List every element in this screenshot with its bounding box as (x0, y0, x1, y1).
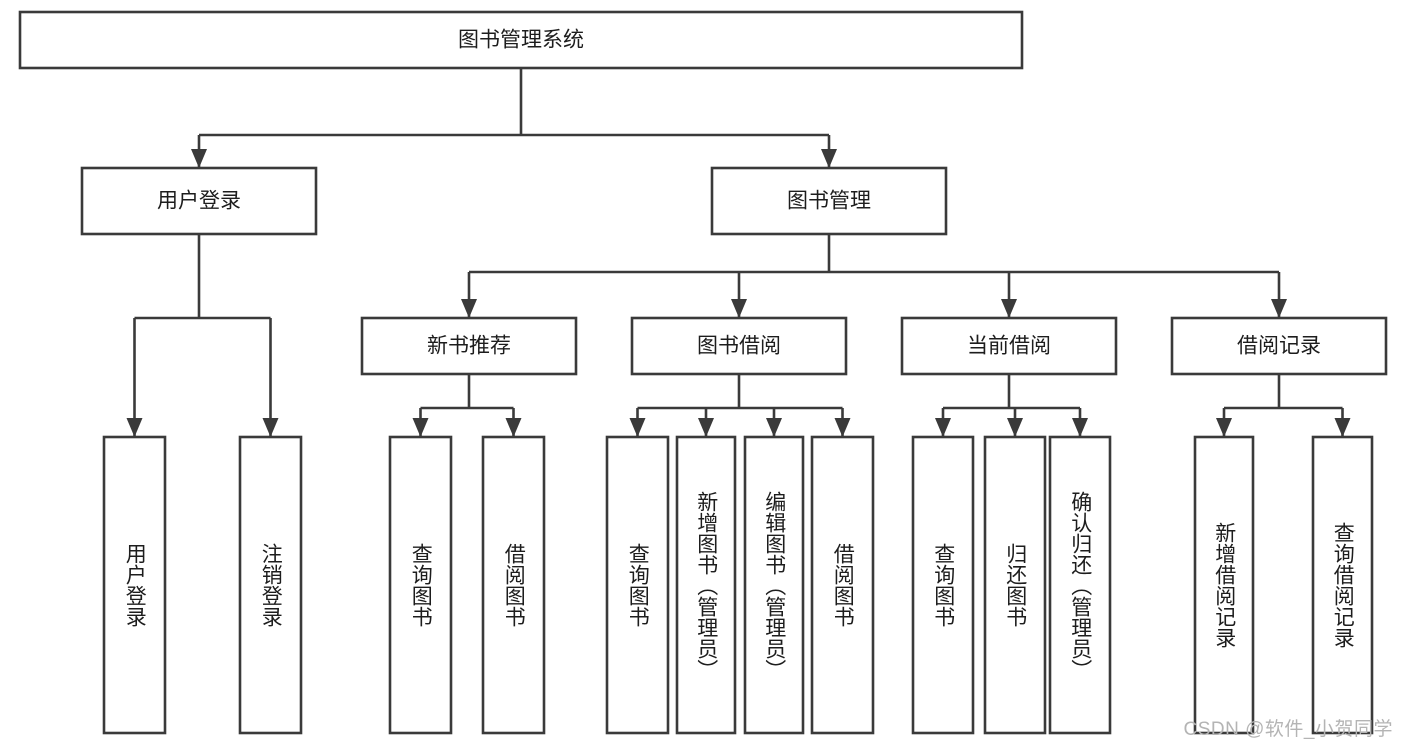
node-leaf-3[interactable] (481, 435, 546, 735)
node-level3-0[interactable] (360, 316, 578, 376)
arrow-head-icon (766, 418, 782, 437)
node-boxes-layer (18, 10, 1388, 735)
arrow-head-icon (935, 418, 951, 437)
node-level2-label-1: 图书管理 (787, 190, 871, 213)
arrow-head-icon (461, 299, 477, 318)
arrow-head-icon (412, 418, 429, 437)
node-level3-label-0: 新书推荐 (427, 335, 511, 358)
arrow-head-icon (731, 299, 747, 318)
arrow-head-icon (1072, 418, 1088, 437)
arrow-head-icon (1334, 418, 1351, 437)
arrow-head-icon (821, 149, 837, 168)
node-level3-3[interactable] (1170, 316, 1388, 376)
node-leaf-9[interactable] (983, 435, 1047, 735)
arrow-head-icon (505, 418, 522, 437)
node-root-label: 图书管理系统 (458, 29, 584, 52)
node-leaf-4[interactable] (605, 435, 670, 735)
node-level3-2[interactable] (900, 316, 1118, 376)
node-leaf-5[interactable] (675, 435, 737, 735)
node-level2-label-0: 用户登录 (157, 190, 241, 213)
node-level3-label-2: 当前借阅 (967, 335, 1051, 358)
connectors-layer (126, 68, 1351, 437)
node-leaf-0[interactable] (102, 435, 167, 735)
arrow-head-icon (1007, 418, 1023, 437)
arrow-head-icon (834, 418, 851, 437)
node-level2-1[interactable] (710, 166, 948, 236)
node-leaf-11[interactable] (1193, 435, 1255, 735)
arrow-head-icon (698, 418, 714, 437)
watermark-text: CSDN @软件_小贺同学 (1183, 719, 1393, 740)
arrow-head-icon (1216, 418, 1232, 437)
node-leaf-6[interactable] (743, 435, 805, 735)
node-level3-1[interactable] (630, 316, 848, 376)
arrow-head-icon (126, 418, 143, 437)
node-leaf-7[interactable] (810, 435, 875, 735)
node-root[interactable] (18, 10, 1024, 70)
node-level2-0[interactable] (80, 166, 318, 236)
node-leaf-1[interactable] (238, 435, 303, 735)
node-leaf-10[interactable] (1048, 435, 1112, 735)
arrow-head-icon (629, 418, 646, 437)
arrow-head-icon (1001, 299, 1017, 318)
node-leaf-12[interactable] (1311, 435, 1374, 735)
arrow-head-icon (191, 149, 207, 168)
arrow-head-icon (1271, 299, 1287, 318)
arrow-head-icon (262, 418, 279, 437)
node-leaf-8[interactable] (911, 435, 975, 735)
node-level3-label-3: 借阅记录 (1237, 335, 1321, 358)
node-leaf-2[interactable] (388, 435, 453, 735)
node-level3-label-1: 图书借阅 (697, 335, 781, 358)
